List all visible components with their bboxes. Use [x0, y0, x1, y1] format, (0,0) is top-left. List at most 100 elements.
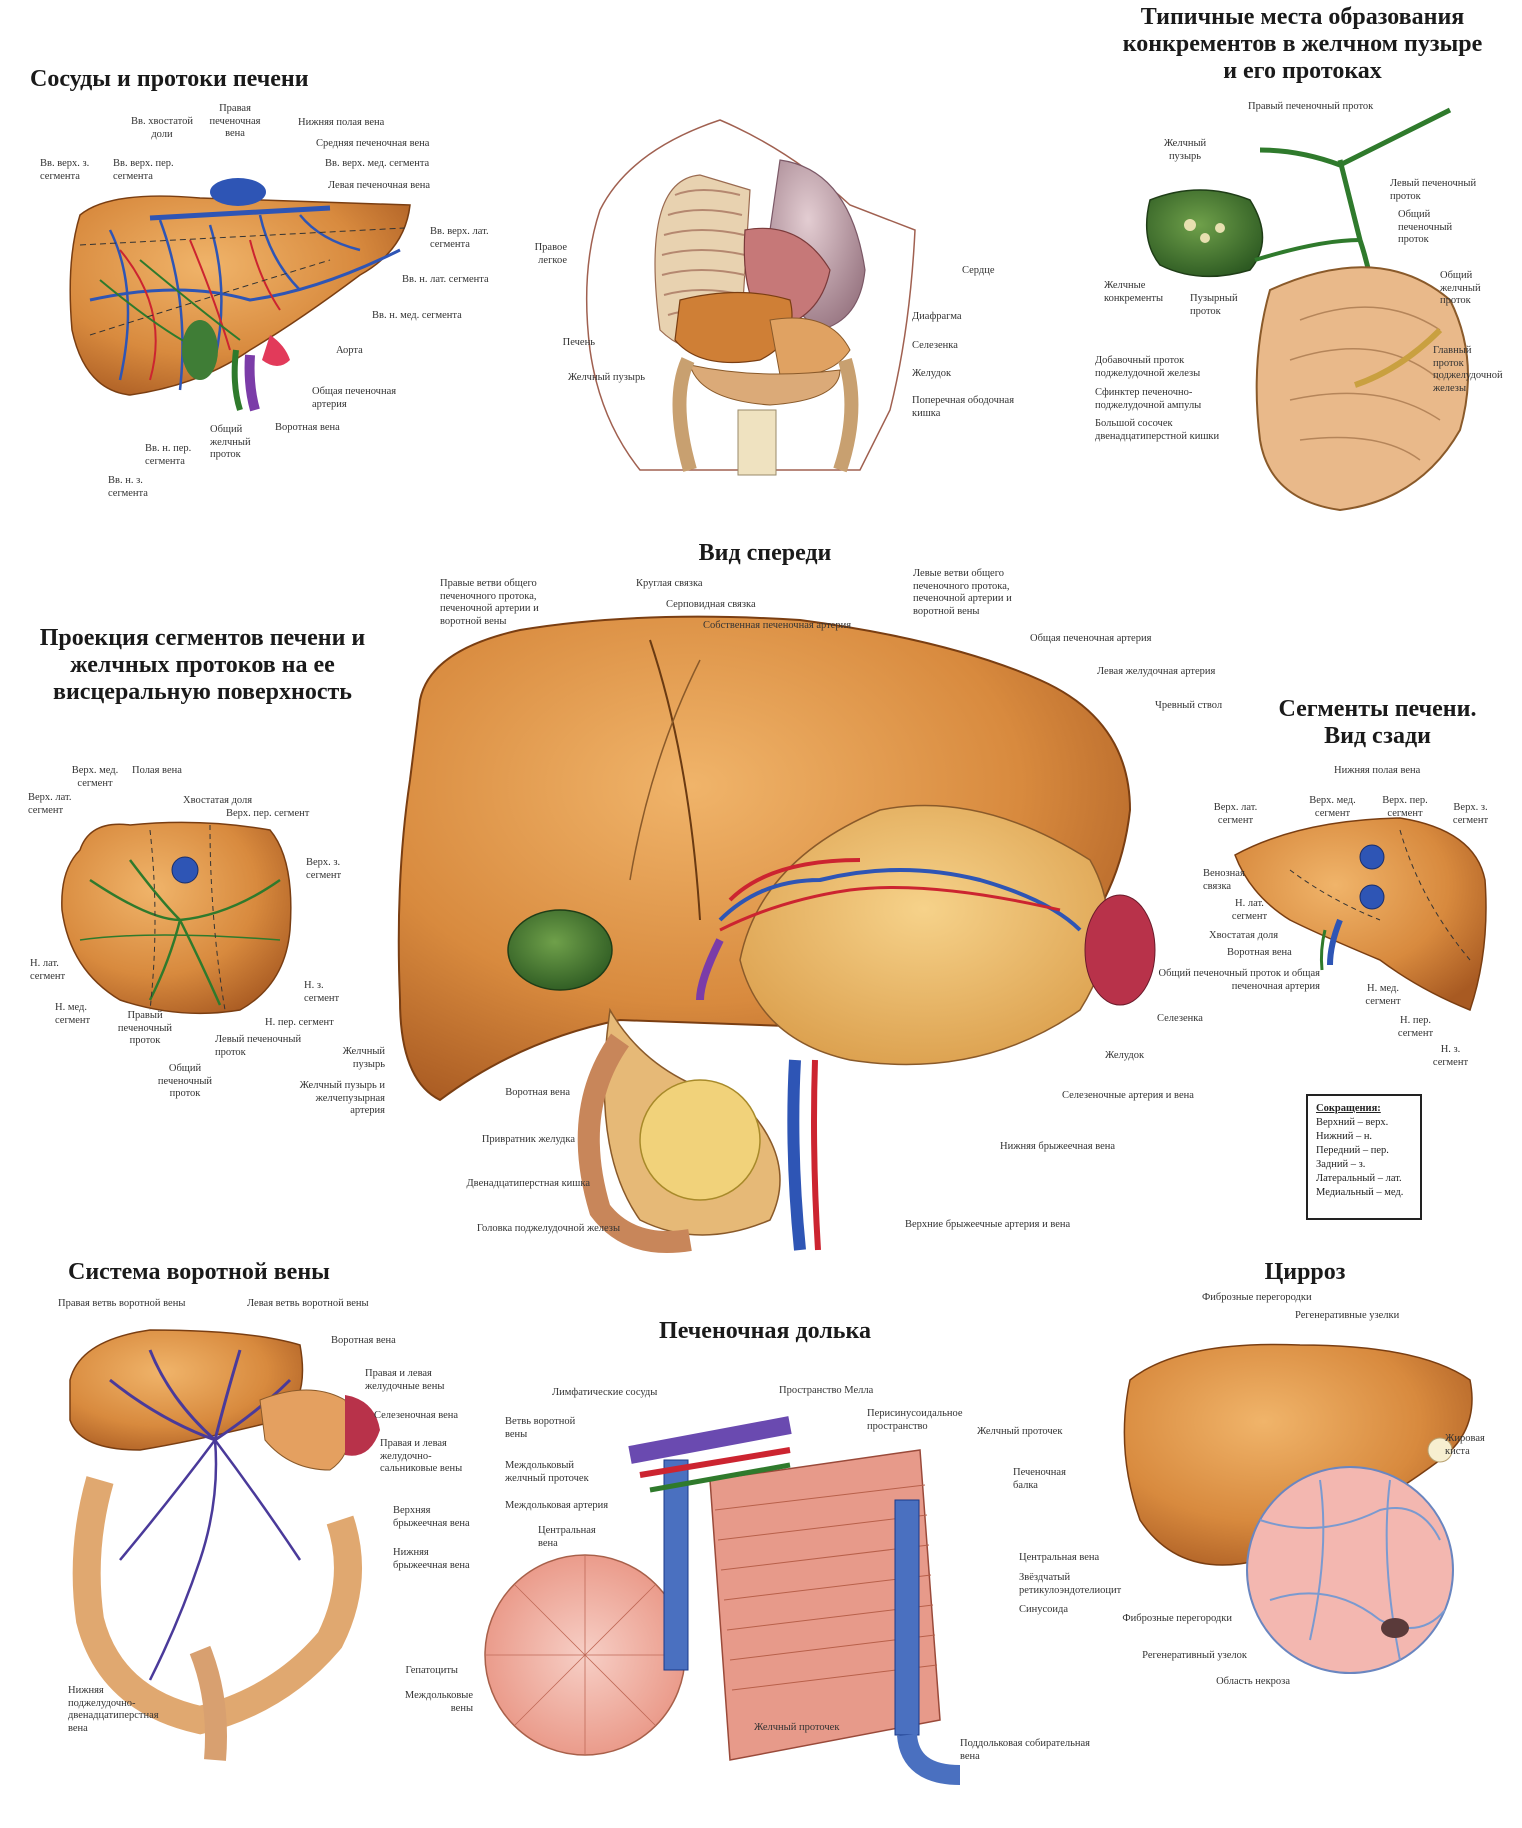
label-stones: Общий желчный проток [1440, 270, 1481, 307]
label-lobule: Центральная вена [538, 1525, 596, 1549]
label-thorax: Поперечная ободочная кишка [912, 395, 1015, 419]
label-projection: Верх. мед. сегмент [71, 765, 119, 789]
label-front: Левые ветви общего печеночного протока, … [913, 568, 1012, 617]
label-lobule: Звёздчатый ретикулоэндотелиоцит [1019, 1572, 1122, 1596]
label-front: Верхние брыжеечные артерия и вена [905, 1219, 1071, 1230]
abbreviation-item: Верхний – верх. [1316, 1117, 1389, 1128]
label-front: Желчный пузырь и желчепузырная артерия [299, 1080, 385, 1117]
label-thorax: Желчный пузырь [567, 372, 645, 383]
label-lobule: Междольковые вены [404, 1690, 473, 1714]
label-front: Головка поджелудочной железы [476, 1223, 620, 1234]
label-stones: Желчный пузырь [1163, 138, 1207, 162]
label-front: Чревный ствол [1155, 700, 1223, 711]
label-vessels: Правая печеночная вена [209, 103, 261, 140]
thorax-illustration [585, 119, 916, 476]
label-stones: Общий печеночный проток [1398, 209, 1453, 246]
label-posterior: Н. мед. сегмент [1365, 983, 1401, 1007]
label-cirrhosis: Область некроза [1216, 1676, 1290, 1687]
label-posterior: Верх. мед. сегмент [1309, 795, 1356, 819]
label-vessels: Вв. верх. пер. сегмента [113, 158, 174, 182]
label-projection: Верх. лат. сегмент [28, 792, 72, 816]
label-portal: Селезеночная вена [374, 1410, 459, 1421]
label-portal: Правая ветвь воротной вены [58, 1298, 186, 1309]
label-thorax: Селезенка [912, 340, 958, 351]
label-front: Привратник желудка [481, 1134, 575, 1145]
label-thorax: Желудок [912, 368, 952, 379]
title-front: Вид спереди [698, 540, 832, 566]
label-portal: Нижняя поджелудочно-двенадцатиперстная в… [68, 1685, 159, 1734]
title-stones: Типичные места образования конкрементов … [1122, 4, 1483, 84]
label-lobule: Пространство Мелла [779, 1385, 874, 1396]
label-projection: Н. пер. сегмент [265, 1017, 334, 1028]
label-front: Серповидная связка [666, 599, 756, 610]
label-vessels: Воротная вена [275, 422, 340, 433]
label-projection: Верх. пер. сегмент [226, 808, 310, 819]
label-front: Собственная печеночная артерия [703, 620, 852, 631]
label-front: Левая желудочная артерия [1097, 666, 1216, 677]
label-vessels: Вв. н. мед. сегмента [372, 310, 462, 321]
label-lobule: Синусоида [1019, 1604, 1069, 1615]
label-vessels: Вв. верх. з. сегмента [40, 158, 90, 182]
label-posterior: Верх. пер. сегмент [1382, 795, 1428, 819]
label-stones: Главный проток поджелудочной железы [1433, 345, 1503, 394]
label-projection: Правый печеночный проток [117, 1010, 173, 1047]
label-cirrhosis: Жировая киста [1445, 1433, 1485, 1457]
label-cirrhosis: Регенеративные узелки [1295, 1310, 1400, 1321]
label-posterior: Общий печеночный проток и общая печеночн… [1158, 968, 1320, 992]
label-front: Воротная вена [505, 1087, 570, 1098]
label-projection: Н. з. сегмент [304, 980, 340, 1004]
title-lobule: Печеночная долька [659, 1318, 871, 1344]
label-thorax: Диафрагма [912, 311, 962, 322]
abbreviation-item: Передний – пер. [1316, 1145, 1389, 1156]
title-portal: Система воротной вены [68, 1259, 330, 1285]
label-portal: Правая и левая желудочно-сальниковые вен… [380, 1438, 463, 1475]
label-thorax: Печень [562, 337, 595, 348]
label-lobule: Междольковый желчный проточек [505, 1460, 589, 1484]
label-portal: Правая и левая желудочные вены [365, 1368, 445, 1392]
label-front: Нижняя брыжеечная вена [1000, 1141, 1116, 1152]
label-portal: Воротная вена [331, 1335, 396, 1346]
label-vessels: Средняя печеночная вена [316, 138, 430, 149]
label-lobule: Центральная вена [1019, 1552, 1100, 1563]
title-projection: Проекция сегментов печени и желчных прот… [39, 625, 366, 705]
label-projection: Н. мед. сегмент [55, 1002, 91, 1026]
label-posterior: Верх. лат. сегмент [1213, 802, 1258, 826]
label-vessels: Нижняя полая вена [298, 117, 385, 128]
label-front: Селезеночные артерия и вена [1062, 1090, 1194, 1101]
label-projection: Н. лат. сегмент [30, 958, 66, 982]
label-stones: Добавочный проток поджелудочной железы [1095, 355, 1201, 379]
front-view-illustration [397, 615, 1156, 1253]
label-posterior: Н. з. сегмент [1432, 1044, 1469, 1068]
label-vessels: Вв. хвостатой доли [131, 116, 193, 140]
label-lobule: Ветвь воротной вены [505, 1416, 576, 1440]
label-portal: Нижняя брыжеечная вена [393, 1547, 470, 1571]
label-posterior: Н. лат. сегмент [1231, 898, 1268, 922]
label-portal: Левая ветвь воротной вены [247, 1298, 369, 1309]
label-lobule: Перисинусоидальное пространство [867, 1408, 963, 1432]
label-lobule: Поддольковая собирательная вена [960, 1738, 1091, 1762]
abbreviations-legend: Сокращения: Верхний – верх. Нижний – н. … [1306, 1094, 1422, 1220]
label-posterior: Хвостатая доля [1209, 930, 1279, 941]
vessels-liver-illustration [69, 178, 411, 412]
label-lobule: Гепатоциты [405, 1665, 458, 1676]
label-lobule: Лимфатические сосуды [552, 1387, 658, 1398]
projection-illustration [61, 821, 292, 1015]
label-projection: Полая вена [132, 765, 182, 776]
abbreviations-title: Сокращения: [1316, 1103, 1381, 1114]
gallstones-illustration [1145, 107, 1469, 512]
label-posterior: Венозная связка [1203, 868, 1245, 892]
abbreviation-item: Медиальный – мед. [1316, 1187, 1404, 1198]
label-cirrhosis: Фиброзные перегородки [1202, 1292, 1312, 1303]
label-thorax: Сердце [962, 265, 995, 276]
label-vessels: Левая печеночная вена [328, 180, 431, 191]
label-posterior: Н. пер. сегмент [1397, 1015, 1434, 1039]
abbreviation-item: Задний – з. [1316, 1159, 1366, 1170]
label-projection: Хвостатая доля [183, 795, 253, 806]
lobule-illustration [484, 1416, 961, 1785]
label-vessels: Вв. н. з. сегмента [108, 475, 148, 499]
label-lobule: Желчный проточек [754, 1722, 840, 1733]
label-projection: Верх. з. сегмент [306, 857, 342, 881]
label-posterior: Нижняя полая вена [1334, 765, 1421, 776]
label-posterior: Верх. з. сегмент [1452, 802, 1489, 826]
